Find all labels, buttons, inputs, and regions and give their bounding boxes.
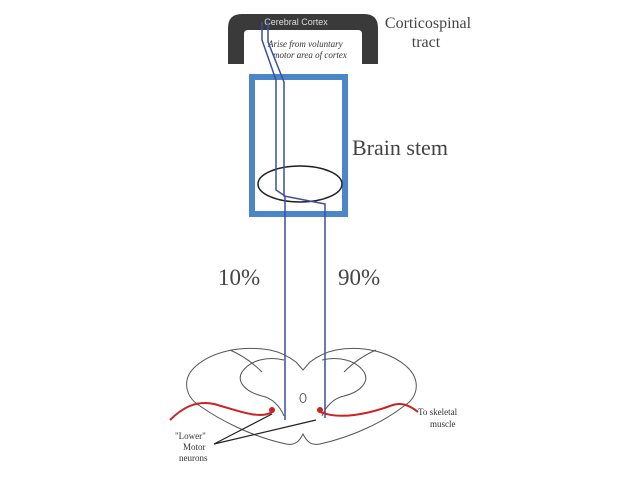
motor-axon-right [319,403,419,417]
dorsal-horn-right [343,349,377,373]
lower-motor-label-line2: Motor [183,442,206,452]
spinal-cord-outer [186,347,417,445]
arise-label-line2: motor area of cortex [273,50,347,60]
brain-stem-label: Brain stem [352,135,448,160]
brain-stem-box [249,74,348,217]
skeletal-muscle-label-line2: muscle [430,419,456,429]
lower-neuron-pointers [213,413,317,445]
grey-matter-right [321,358,367,417]
tract-title-line1: Corticospinal [385,15,472,32]
motor-neuron-right [317,407,323,413]
motor-axon-left [169,402,273,421]
dorsal-horn-left [229,349,263,373]
motor-neuron-left [269,407,275,413]
percent-uncrossed-label: 10% [218,265,260,290]
tract-uncrossed-fiber [261,22,286,420]
corticospinal-tract-lines [261,22,326,420]
grey-matter-left [239,358,285,417]
arise-label-line1: Arise from voluntary [267,39,343,49]
tract-title-line2: tract [412,34,441,51]
percent-crossed-label: 90% [338,265,380,290]
cortex-label: Cerebral Cortex [264,17,328,27]
lower-motor-label-line3: neurons [179,453,208,463]
cerebral-cortex-band [228,14,378,64]
skeletal-muscle-label-line1: To skeletal [418,407,458,417]
spinal-cord-section [186,347,417,445]
lower-motor-neurons [169,402,419,421]
lower-motor-label-line1: "Lower" [175,431,206,441]
central-canal [299,393,307,403]
decussation-ellipse [257,165,343,203]
tract-crossed-fiber [267,22,326,418]
